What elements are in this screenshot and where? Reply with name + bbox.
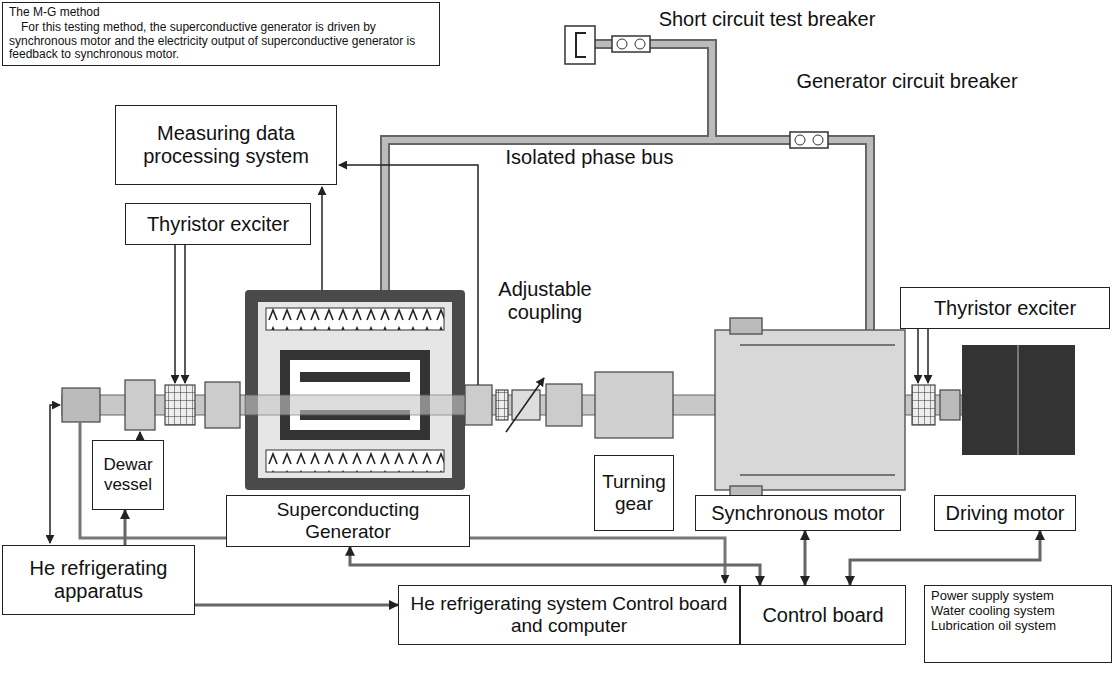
box-text: Lubrication oil system [931, 619, 1056, 634]
part-label-box: Synchronous motor [695, 495, 901, 531]
part-name: Generator circuit breaker [785, 70, 1029, 93]
equipment-box: He refrigerating apparatus [2, 545, 195, 615]
control-connector [850, 531, 1040, 585]
box-text: Control board [762, 604, 883, 627]
box-text: Thyristor exciter [934, 297, 1076, 320]
part-name: Adjustable coupling [486, 278, 604, 324]
part-label-box: Dewar vessel [92, 440, 164, 510]
control-connector [124, 510, 127, 545]
box-text: Dewar vessel [99, 455, 157, 494]
coupling-arrow [506, 378, 544, 432]
part-label-box: Superconducting Generator [226, 495, 470, 547]
box-text: Turning gear [601, 471, 667, 515]
box-text: Thyristor exciter [147, 213, 289, 236]
part-name: Isolated phase bus [500, 146, 679, 169]
box-text: Water cooling system [931, 604, 1055, 619]
control-box: He refrigerating system Control board an… [398, 585, 740, 645]
box-text: He refrigerating system Control board an… [405, 593, 733, 637]
control-connector [195, 604, 398, 607]
part-label-box: Driving motor [934, 495, 1076, 531]
supply-box: Power supply systemWater cooling systemL… [924, 585, 1112, 663]
note-heading: The M-G method [9, 6, 100, 20]
signal-line [50, 165, 928, 543]
generator-drawing [245, 290, 465, 490]
driving-motor-drawing [962, 345, 1075, 455]
box-text: Power supply system [931, 589, 1054, 604]
box-text: Measuring data processing system [122, 122, 330, 168]
part-name: Short circuit test breaker [655, 8, 879, 31]
motor-drawing [715, 318, 905, 502]
exciter-box: Thyristor exciter [125, 203, 311, 245]
box-text: He refrigerating apparatus [9, 557, 188, 603]
note-box: The M-G methodFor this testing method, t… [2, 2, 440, 66]
box-text: Synchronous motor [711, 502, 884, 525]
box-text: Driving motor [946, 502, 1065, 525]
control-connector [804, 531, 807, 585]
process-box: Measuring data processing system [115, 105, 337, 185]
box-text: Superconducting Generator [233, 499, 463, 543]
control-box: Control board [740, 585, 906, 645]
control-connector [350, 547, 760, 585]
note-body: For this testing method, the superconduc… [9, 21, 433, 62]
part-label-box: Turning gear [594, 455, 674, 531]
exciter-box: Thyristor exciter [900, 287, 1110, 329]
